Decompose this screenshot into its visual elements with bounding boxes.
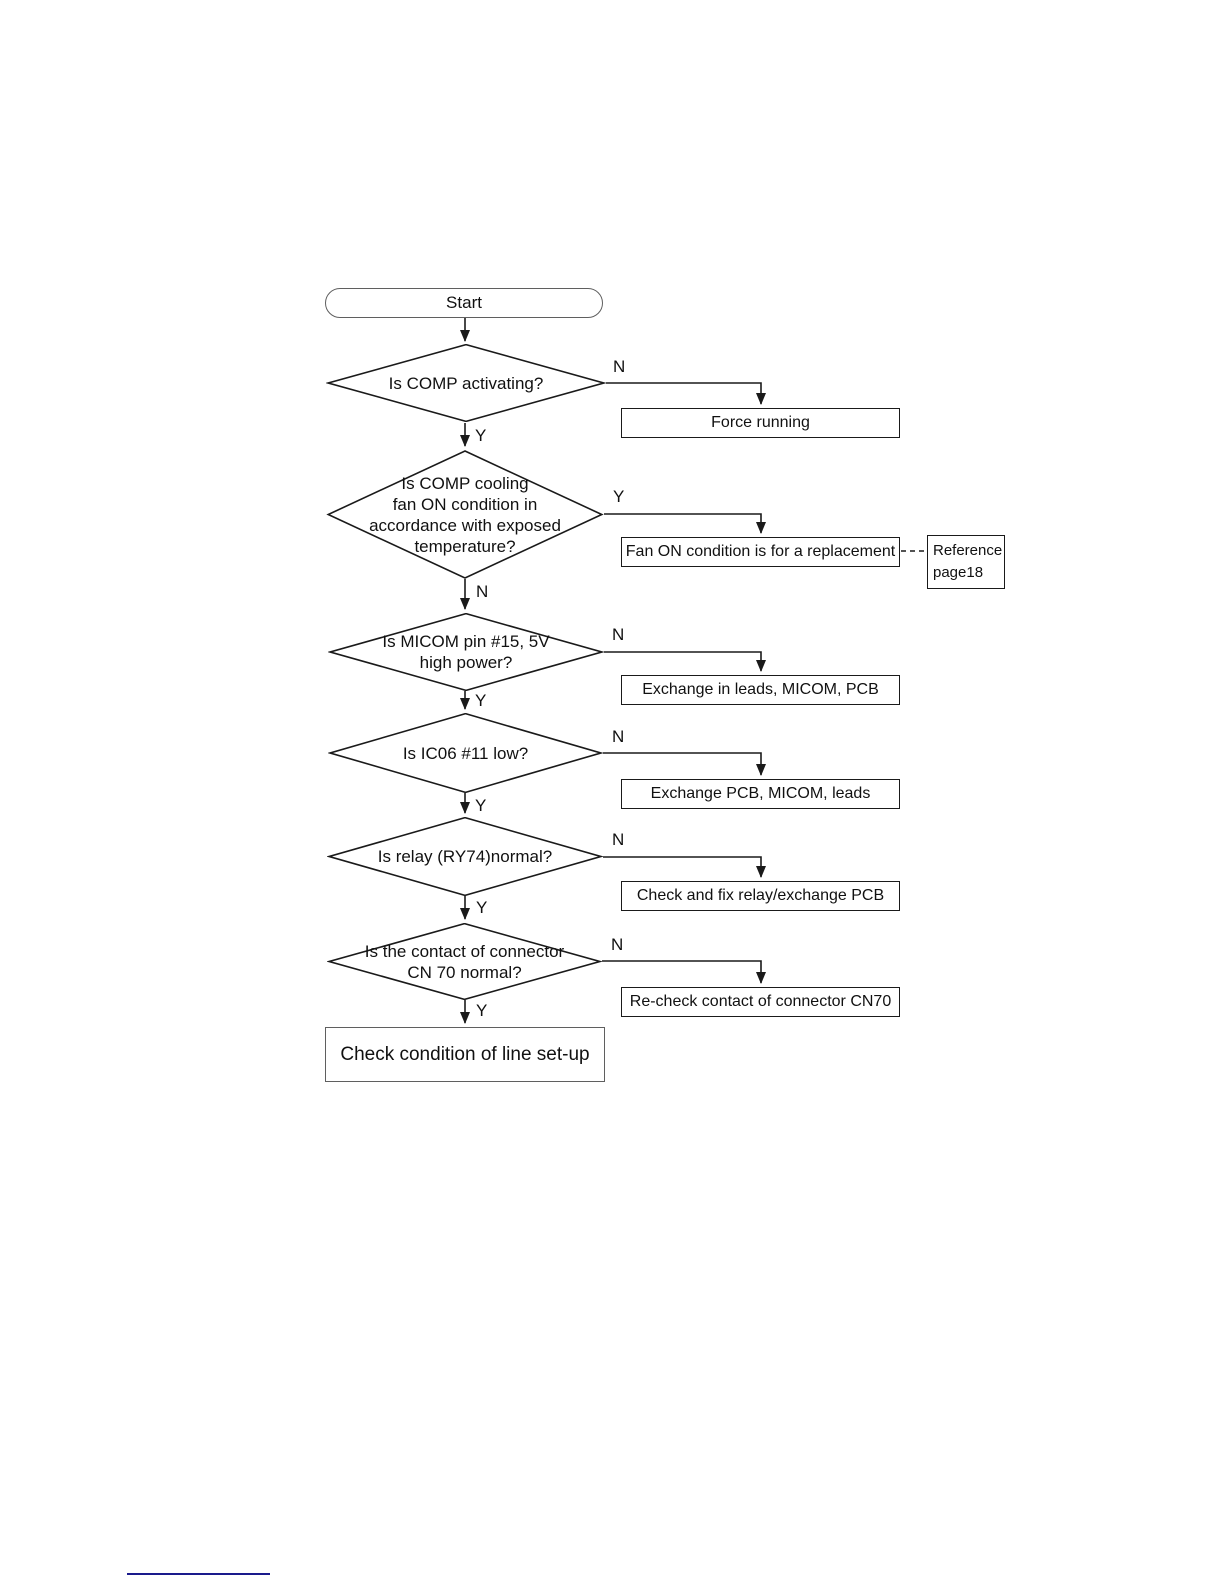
decision-label: Is MICOM pin #15, 5V high power? (382, 632, 550, 672)
elbow-d1-to-action1 (606, 382, 766, 405)
start-label: Start (446, 293, 482, 312)
decision-ic06-11-low: Is IC06 #11 low? (328, 713, 603, 793)
elbow-d4-to-action4 (603, 752, 766, 776)
start-terminator: Start (325, 288, 603, 318)
branch-label-n: N (476, 582, 489, 601)
decision-micom-pin15: Is MICOM pin #15, 5V high power? (328, 613, 604, 691)
decision-fan-on-condition: Is COMP cooling fan ON condition in acco… (326, 450, 604, 579)
branch-label-y: Y (475, 426, 487, 445)
branch-label-y: Y (476, 1001, 488, 1020)
diamond-shape (327, 923, 602, 1000)
decision-label: Is relay (RY74)normal? (377, 847, 553, 866)
reference-label: Reference page18 (933, 542, 1003, 581)
elbow-d5-to-action5 (603, 856, 766, 878)
branch-label-y: Y (476, 898, 488, 917)
diamond-shape (328, 713, 603, 793)
end-label: Check condition of line set-up (340, 1043, 590, 1065)
decision-label: Is the contact of connector CN 70 normal… (364, 941, 565, 982)
decision-comp-activating: Is COMP activating? (326, 344, 606, 422)
branch-label-n: N (612, 830, 625, 849)
action-label: Re-check contact of connector CN70 (629, 993, 892, 1010)
action-exchange-leads-micom-pcb: Exchange in leads, MICOM, PCB (621, 675, 900, 705)
decision-label: Is IC06 #11 low? (402, 743, 529, 763)
elbow-d6-to-action6 (602, 960, 766, 984)
branch-label-y: Y (475, 691, 487, 710)
decision-label: Is COMP cooling fan ON condition in acco… (369, 473, 561, 556)
branch-label-y: Y (475, 796, 487, 815)
action-label: Exchange in leads, MICOM, PCB (642, 681, 879, 698)
action-label: Exchange PCB, MICOM, leads (650, 785, 871, 802)
branch-label-n: N (612, 625, 625, 644)
end-process: Check condition of line set-up (325, 1027, 605, 1082)
diamond-shape (326, 450, 604, 579)
action-recheck-cn70: Re-check contact of connector CN70 (621, 987, 900, 1017)
diamond-shape (327, 817, 603, 896)
diamond-shape (326, 344, 606, 422)
action-exchange-pcb-micom-leads: Exchange PCB, MICOM, leads (621, 779, 900, 809)
action-force-running: Force running (621, 408, 900, 438)
branch-label-y: Y (613, 487, 625, 506)
reference-note: Reference page18 (927, 535, 1005, 589)
elbow-d2-to-action2 (604, 513, 766, 534)
branch-label-n: N (611, 935, 624, 954)
decision-relay-ry74: Is relay (RY74)normal? (327, 817, 603, 896)
action-check-fix-relay: Check and fix relay/exchange PCB (621, 881, 900, 911)
footer-rule (127, 1573, 270, 1575)
branch-label-n: N (612, 727, 625, 746)
action-label: Fan ON condition is for a replacement (625, 543, 896, 560)
decision-connector-cn70: Is the contact of connector CN 70 normal… (327, 923, 602, 1000)
diamond-shape (328, 613, 604, 691)
action-fan-on-replacement: Fan ON condition is for a replacement (621, 537, 900, 567)
action-label: Force running (711, 414, 810, 431)
elbow-d3-to-action3 (604, 651, 766, 672)
action-label: Check and fix relay/exchange PCB (636, 887, 885, 904)
decision-label: Is COMP activating? (388, 373, 544, 393)
branch-label-n: N (613, 357, 626, 376)
